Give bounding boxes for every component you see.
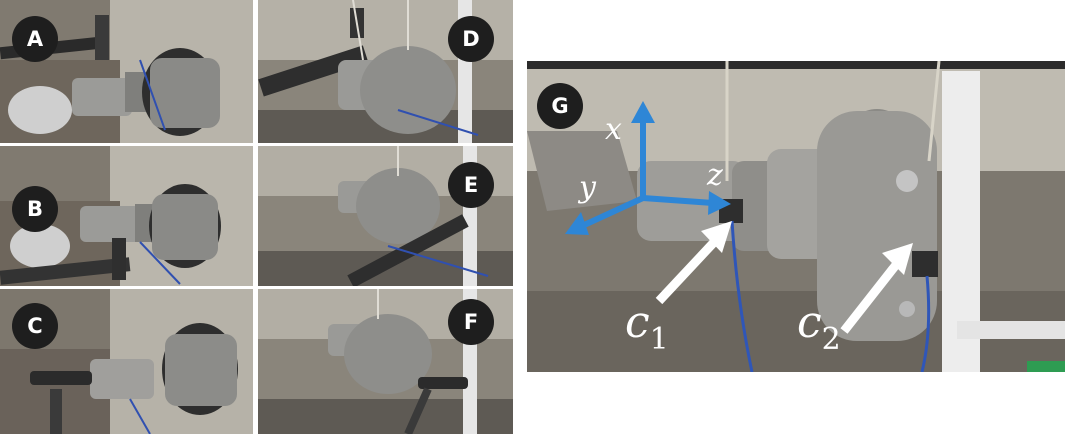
photo-panel-d: D	[258, 0, 513, 143]
sensor-label-c1-base: c	[625, 297, 650, 348]
panel-label-f: F	[448, 299, 494, 345]
sensor-label-c2: c2	[797, 301, 841, 355]
photo-panel-f: F	[258, 289, 513, 434]
sensor-label-c2-base: c	[797, 297, 822, 348]
axis-label-y: y	[579, 170, 596, 205]
panel-label-b: B	[12, 186, 58, 232]
sensor-label-c2-sub: 2	[821, 322, 841, 357]
photo-panel-g: G x y z c1 c2	[527, 61, 1065, 372]
axis-label-x: x	[605, 112, 622, 147]
panel-label-d: D	[448, 16, 494, 62]
photo-g	[527, 61, 1065, 372]
panel-label-c: C	[12, 303, 58, 349]
pointer-arrows	[655, 221, 913, 334]
sensor-label-c1-sub: 1	[649, 322, 669, 357]
photo-c	[0, 289, 253, 434]
axis-label-z: z	[707, 158, 723, 193]
photo-a	[0, 0, 253, 143]
photo-panel-a: A	[0, 0, 253, 143]
sensor-label-c1: c1	[625, 301, 669, 355]
panel-label-g: G	[537, 83, 583, 129]
panel-label-a: A	[12, 16, 58, 62]
photo-panel-c: C	[0, 289, 253, 434]
coordinate-axes	[565, 101, 731, 235]
photo-panel-b: B	[0, 146, 253, 286]
panel-label-e: E	[448, 162, 494, 208]
photo-panel-e: E	[258, 146, 513, 286]
